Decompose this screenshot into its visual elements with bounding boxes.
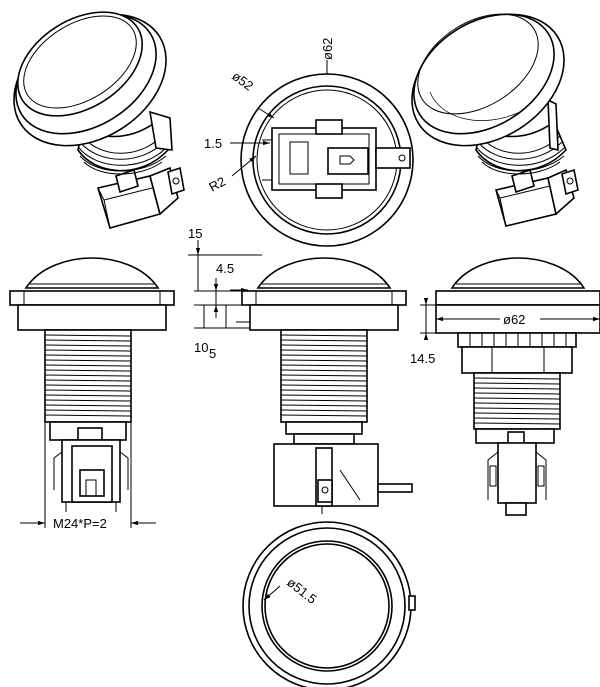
top-view-switch bbox=[262, 119, 411, 199]
dim-flange-height: 10 bbox=[194, 340, 208, 355]
iso-right-thread bbox=[475, 98, 567, 175]
side-left-thread bbox=[44, 329, 132, 423]
side-left-dome bbox=[24, 257, 160, 289]
side-right-ring bbox=[457, 332, 577, 374]
iso-left-cap bbox=[13, 11, 167, 147]
iso-right-cap bbox=[411, 13, 565, 147]
side-right-dome bbox=[450, 257, 586, 289]
dim-thread: M24*P=2 bbox=[53, 516, 107, 531]
bottom-outer-ring bbox=[242, 521, 412, 687]
bottom-view: ø51.5 bbox=[242, 521, 416, 687]
side-middle-dims bbox=[188, 240, 262, 329]
side-middle-flange bbox=[241, 290, 407, 306]
top-view: ø62 ø52 1.5 R2 bbox=[204, 38, 414, 247]
dim-bottom-diameter: ø51.5 bbox=[284, 575, 319, 607]
dim-wall-thickness: 1.5 bbox=[204, 136, 222, 151]
side-right-switch bbox=[475, 428, 555, 516]
dim-bezel-height: 4.5 bbox=[216, 261, 234, 276]
iso-view-left bbox=[13, 11, 185, 229]
side-middle-dome bbox=[256, 257, 392, 289]
side-view-left: M24*P=2 bbox=[9, 257, 175, 531]
iso-view-right bbox=[411, 13, 579, 227]
iso-left-thread bbox=[77, 110, 173, 175]
dim-flange-step: 5 bbox=[209, 346, 216, 361]
dim-side-diameter: ø62 bbox=[503, 312, 525, 327]
bottom-middle-ring bbox=[248, 527, 406, 685]
iso-right-switch-body bbox=[495, 168, 579, 227]
bottom-inner-ring bbox=[261, 540, 393, 672]
dim-corner-radius: R2 bbox=[206, 174, 228, 195]
side-left-flange bbox=[9, 290, 175, 306]
side-middle-switch bbox=[273, 421, 413, 514]
side-view-middle: 15 4.5 10 5 bbox=[188, 226, 413, 514]
side-left-switch bbox=[49, 421, 129, 512]
dim-top-outer-diameter: ø62 bbox=[320, 38, 335, 60]
dim-total-height: 15 bbox=[188, 226, 202, 241]
dim-top-inner-diameter: ø52 bbox=[229, 68, 256, 93]
side-right-thread bbox=[473, 372, 561, 430]
side-view-right: ø62 14.5 bbox=[410, 257, 600, 516]
side-middle-thread bbox=[280, 329, 368, 423]
dim-base-height: 14.5 bbox=[410, 351, 435, 366]
side-right-flange bbox=[435, 290, 600, 306]
iso-left-switch-body bbox=[96, 166, 185, 229]
